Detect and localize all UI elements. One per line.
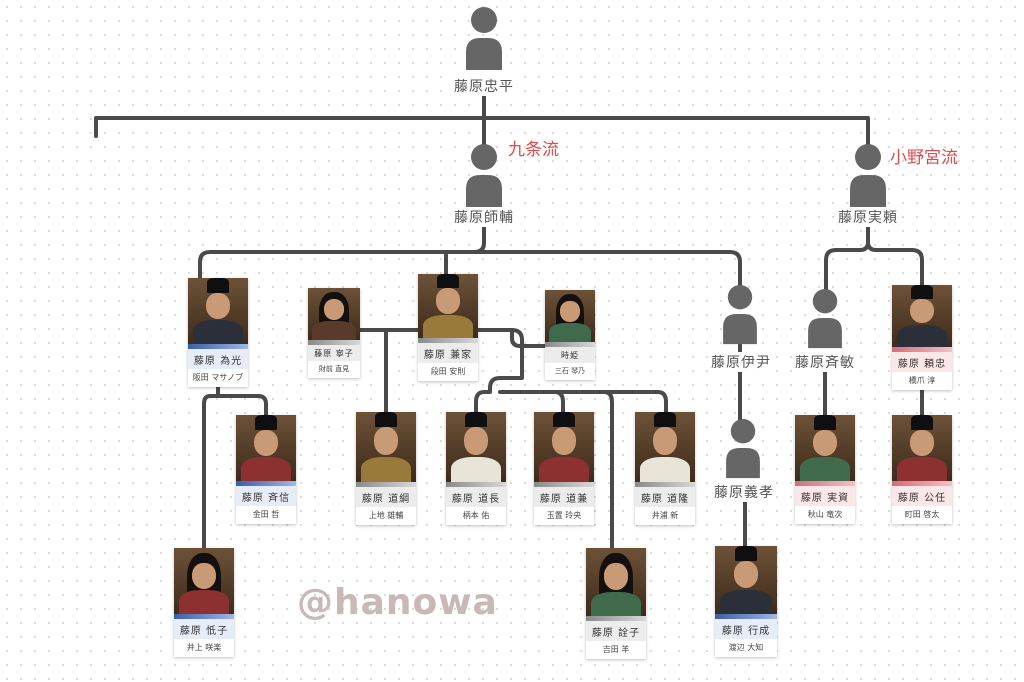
portrait-image <box>892 285 952 347</box>
portrait-image <box>892 415 952 481</box>
card-stripe <box>188 344 248 349</box>
person-icon <box>466 7 502 70</box>
card-actor-name: 井浦 新 <box>635 507 695 525</box>
card-stripe <box>892 481 952 486</box>
card-role-name: 藤原 実資 <box>795 486 855 506</box>
portrait-image <box>715 546 777 614</box>
card-stripe <box>236 481 296 486</box>
card-role-name: 時姫 <box>545 347 595 363</box>
card-role-name: 藤原 為光 <box>188 349 248 369</box>
portrait-image <box>174 548 234 614</box>
card-actor-name: 渡辺 大知 <box>715 639 777 657</box>
portrait-image <box>635 412 695 482</box>
card-role-name: 藤原 公任 <box>892 486 952 506</box>
card-stripe <box>795 481 855 486</box>
name-tadahira: 藤原忠平 <box>452 76 516 96</box>
portrait-image <box>534 412 594 482</box>
card-stripe <box>446 482 506 487</box>
name-morosuke: 藤原師輔 <box>452 207 516 227</box>
card-stripe <box>635 482 695 487</box>
card-actor-name: 財前 直見 <box>308 361 360 378</box>
card-role-name: 藤原 道隆 <box>635 487 695 507</box>
card-stripe <box>356 482 416 487</box>
card-actor-name: 吉田 羊 <box>586 641 646 659</box>
card-michinaga: 藤原 道長 柄本 佑 <box>446 412 506 525</box>
card-stripe <box>715 614 777 619</box>
name-koretada: 藤原伊尹 <box>709 352 773 372</box>
card-stripe <box>308 340 360 345</box>
card-kaneie: 藤原 兼家 段田 安則 <box>418 274 478 381</box>
card-role-name: 藤原 行成 <box>715 619 777 639</box>
card-stripe <box>418 338 478 343</box>
card-michitaka: 藤原 道隆 井浦 新 <box>635 412 695 525</box>
card-role-name: 藤原 頼忠 <box>892 352 952 372</box>
portrait-image <box>446 412 506 482</box>
card-actor-name: 柄本 佑 <box>446 507 506 525</box>
card-yukinari: 藤原 行成 渡辺 大知 <box>715 546 777 657</box>
portrait-image <box>795 415 855 481</box>
portrait-image <box>586 548 646 616</box>
portrait-image <box>308 288 360 340</box>
card-kinto: 藤原 公任 町田 啓太 <box>892 415 952 524</box>
name-saneyori: 藤原実頼 <box>836 207 900 227</box>
card-sanesuke: 藤原 実資 秋山 竜次 <box>795 415 855 524</box>
name-yoshitaka: 藤原義孝 <box>712 482 776 502</box>
card-neiko: 藤原 寧子 財前 直見 <box>308 288 360 378</box>
portrait-image <box>545 290 595 342</box>
card-actor-name: 段田 安則 <box>418 363 478 381</box>
card-role-name: 藤原 兼家 <box>418 343 478 363</box>
card-role-name: 藤原 斉信 <box>236 486 296 506</box>
card-actor-name: 阪田 マサノブ <box>188 369 248 387</box>
card-role-name: 藤原 道長 <box>446 487 506 507</box>
card-actor-name: 玉置 玲央 <box>534 507 594 525</box>
card-stripe <box>586 616 646 621</box>
card-tamemitsu: 藤原 為光 阪田 マサノブ <box>188 278 248 387</box>
person-icon <box>808 288 842 349</box>
card-stripe <box>174 614 234 619</box>
card-actor-name: 三石 琴乃 <box>545 363 595 380</box>
watermark: @hanowa <box>297 582 498 623</box>
person-icon <box>466 144 502 207</box>
card-role-name: 藤原 道兼 <box>534 487 594 507</box>
person-icon <box>723 284 757 345</box>
card-yoritada: 藤原 頼忠 橋爪 淳 <box>892 285 952 390</box>
card-michikane: 藤原 道兼 玉置 玲央 <box>534 412 594 525</box>
card-role-name: 藤原 詮子 <box>586 621 646 641</box>
card-tadanobu: 藤原 斉信 金田 哲 <box>236 415 296 524</box>
card-actor-name: 上地 雄輔 <box>356 507 416 525</box>
person-icon <box>850 144 886 207</box>
portrait-image <box>418 274 478 338</box>
branch-label-onomiya: 小野宮流 <box>890 148 958 168</box>
card-actor-name: 金田 哲 <box>236 506 296 524</box>
portrait-image <box>356 412 416 482</box>
card-shishi: 藤原 忯子 井上 咲楽 <box>174 548 234 657</box>
name-tadatoshi: 藤原斉敏 <box>793 352 857 372</box>
card-actor-name: 橋爪 淳 <box>892 372 952 390</box>
card-stripe <box>534 482 594 487</box>
card-tokihime: 時姫 三石 琴乃 <box>545 290 595 380</box>
card-role-name: 藤原 寧子 <box>308 345 360 361</box>
card-role-name: 藤原 忯子 <box>174 619 234 639</box>
card-stripe <box>545 342 595 347</box>
card-actor-name: 町田 啓太 <box>892 506 952 524</box>
portrait-image <box>236 415 296 481</box>
card-senshi: 藤原 詮子 吉田 羊 <box>586 548 646 659</box>
person-icon <box>726 418 760 479</box>
branch-label-kujo: 九条流 <box>508 140 559 160</box>
portrait-image <box>188 278 248 344</box>
card-actor-name: 井上 咲楽 <box>174 639 234 657</box>
card-actor-name: 秋山 竜次 <box>795 506 855 524</box>
card-michitsuna: 藤原 道綱 上地 雄輔 <box>356 412 416 525</box>
card-role-name: 藤原 道綱 <box>356 487 416 507</box>
card-stripe <box>892 347 952 352</box>
